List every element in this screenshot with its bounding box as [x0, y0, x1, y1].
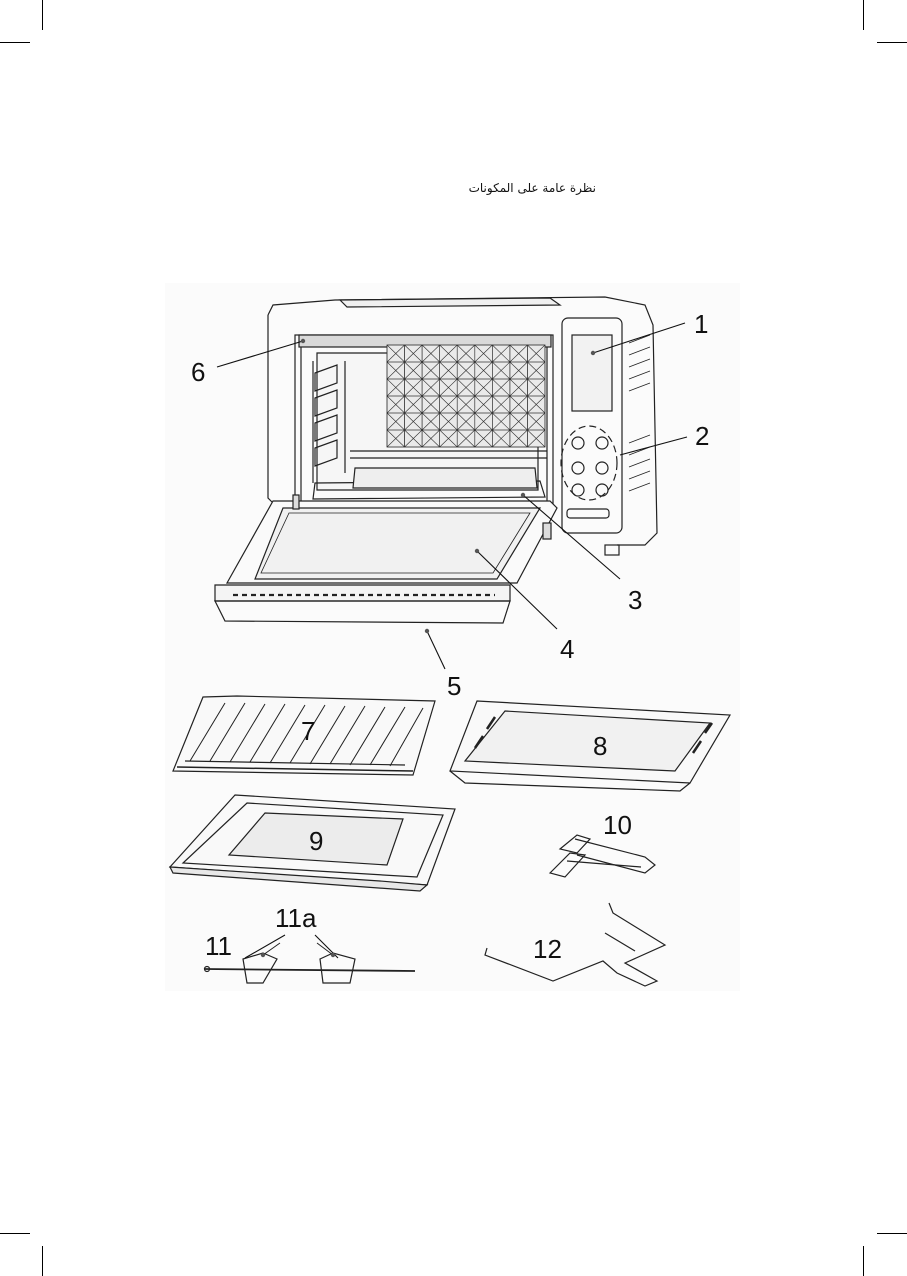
crop-mark-top-left-v	[42, 0, 43, 30]
callout-7: 7	[301, 716, 315, 746]
callout-11: 11	[205, 931, 232, 961]
rotisserie-spit	[205, 943, 416, 983]
crop-mark-top-right-v	[863, 0, 864, 30]
callout-12: 12	[533, 934, 562, 964]
crop-mark-bottom-right-v	[863, 1246, 864, 1276]
callout-10: 10	[603, 810, 632, 840]
baking-tray	[450, 701, 730, 791]
rack-lifter	[485, 903, 665, 986]
crop-mark-bottom-left-h	[0, 1233, 30, 1234]
page-heading: نظرة عامة على المكونات	[440, 181, 596, 195]
oven-illustration	[215, 297, 657, 623]
rotisserie-handle	[550, 835, 655, 877]
callout-8: 8	[593, 731, 607, 761]
callout-5: 5	[447, 671, 461, 701]
components-illustration: 1 2 3 4 5 6 7 8 9 10 11 11a 12	[165, 283, 740, 991]
callout-6: 6	[191, 357, 205, 387]
callout-4: 4	[560, 634, 574, 664]
callout-2: 2	[695, 421, 709, 451]
callout-9: 9	[309, 826, 323, 856]
components-figure: 1 2 3 4 5 6 7 8 9 10 11 11a 12	[165, 283, 740, 991]
callout-3: 3	[628, 585, 642, 615]
crop-mark-top-left-h	[0, 42, 30, 43]
callout-11a: 11a	[275, 903, 317, 933]
crop-mark-bottom-right-h	[877, 1233, 907, 1234]
callout-1: 1	[694, 309, 708, 339]
crop-mark-top-right-h	[877, 42, 907, 43]
crop-mark-bottom-left-v	[42, 1246, 43, 1276]
